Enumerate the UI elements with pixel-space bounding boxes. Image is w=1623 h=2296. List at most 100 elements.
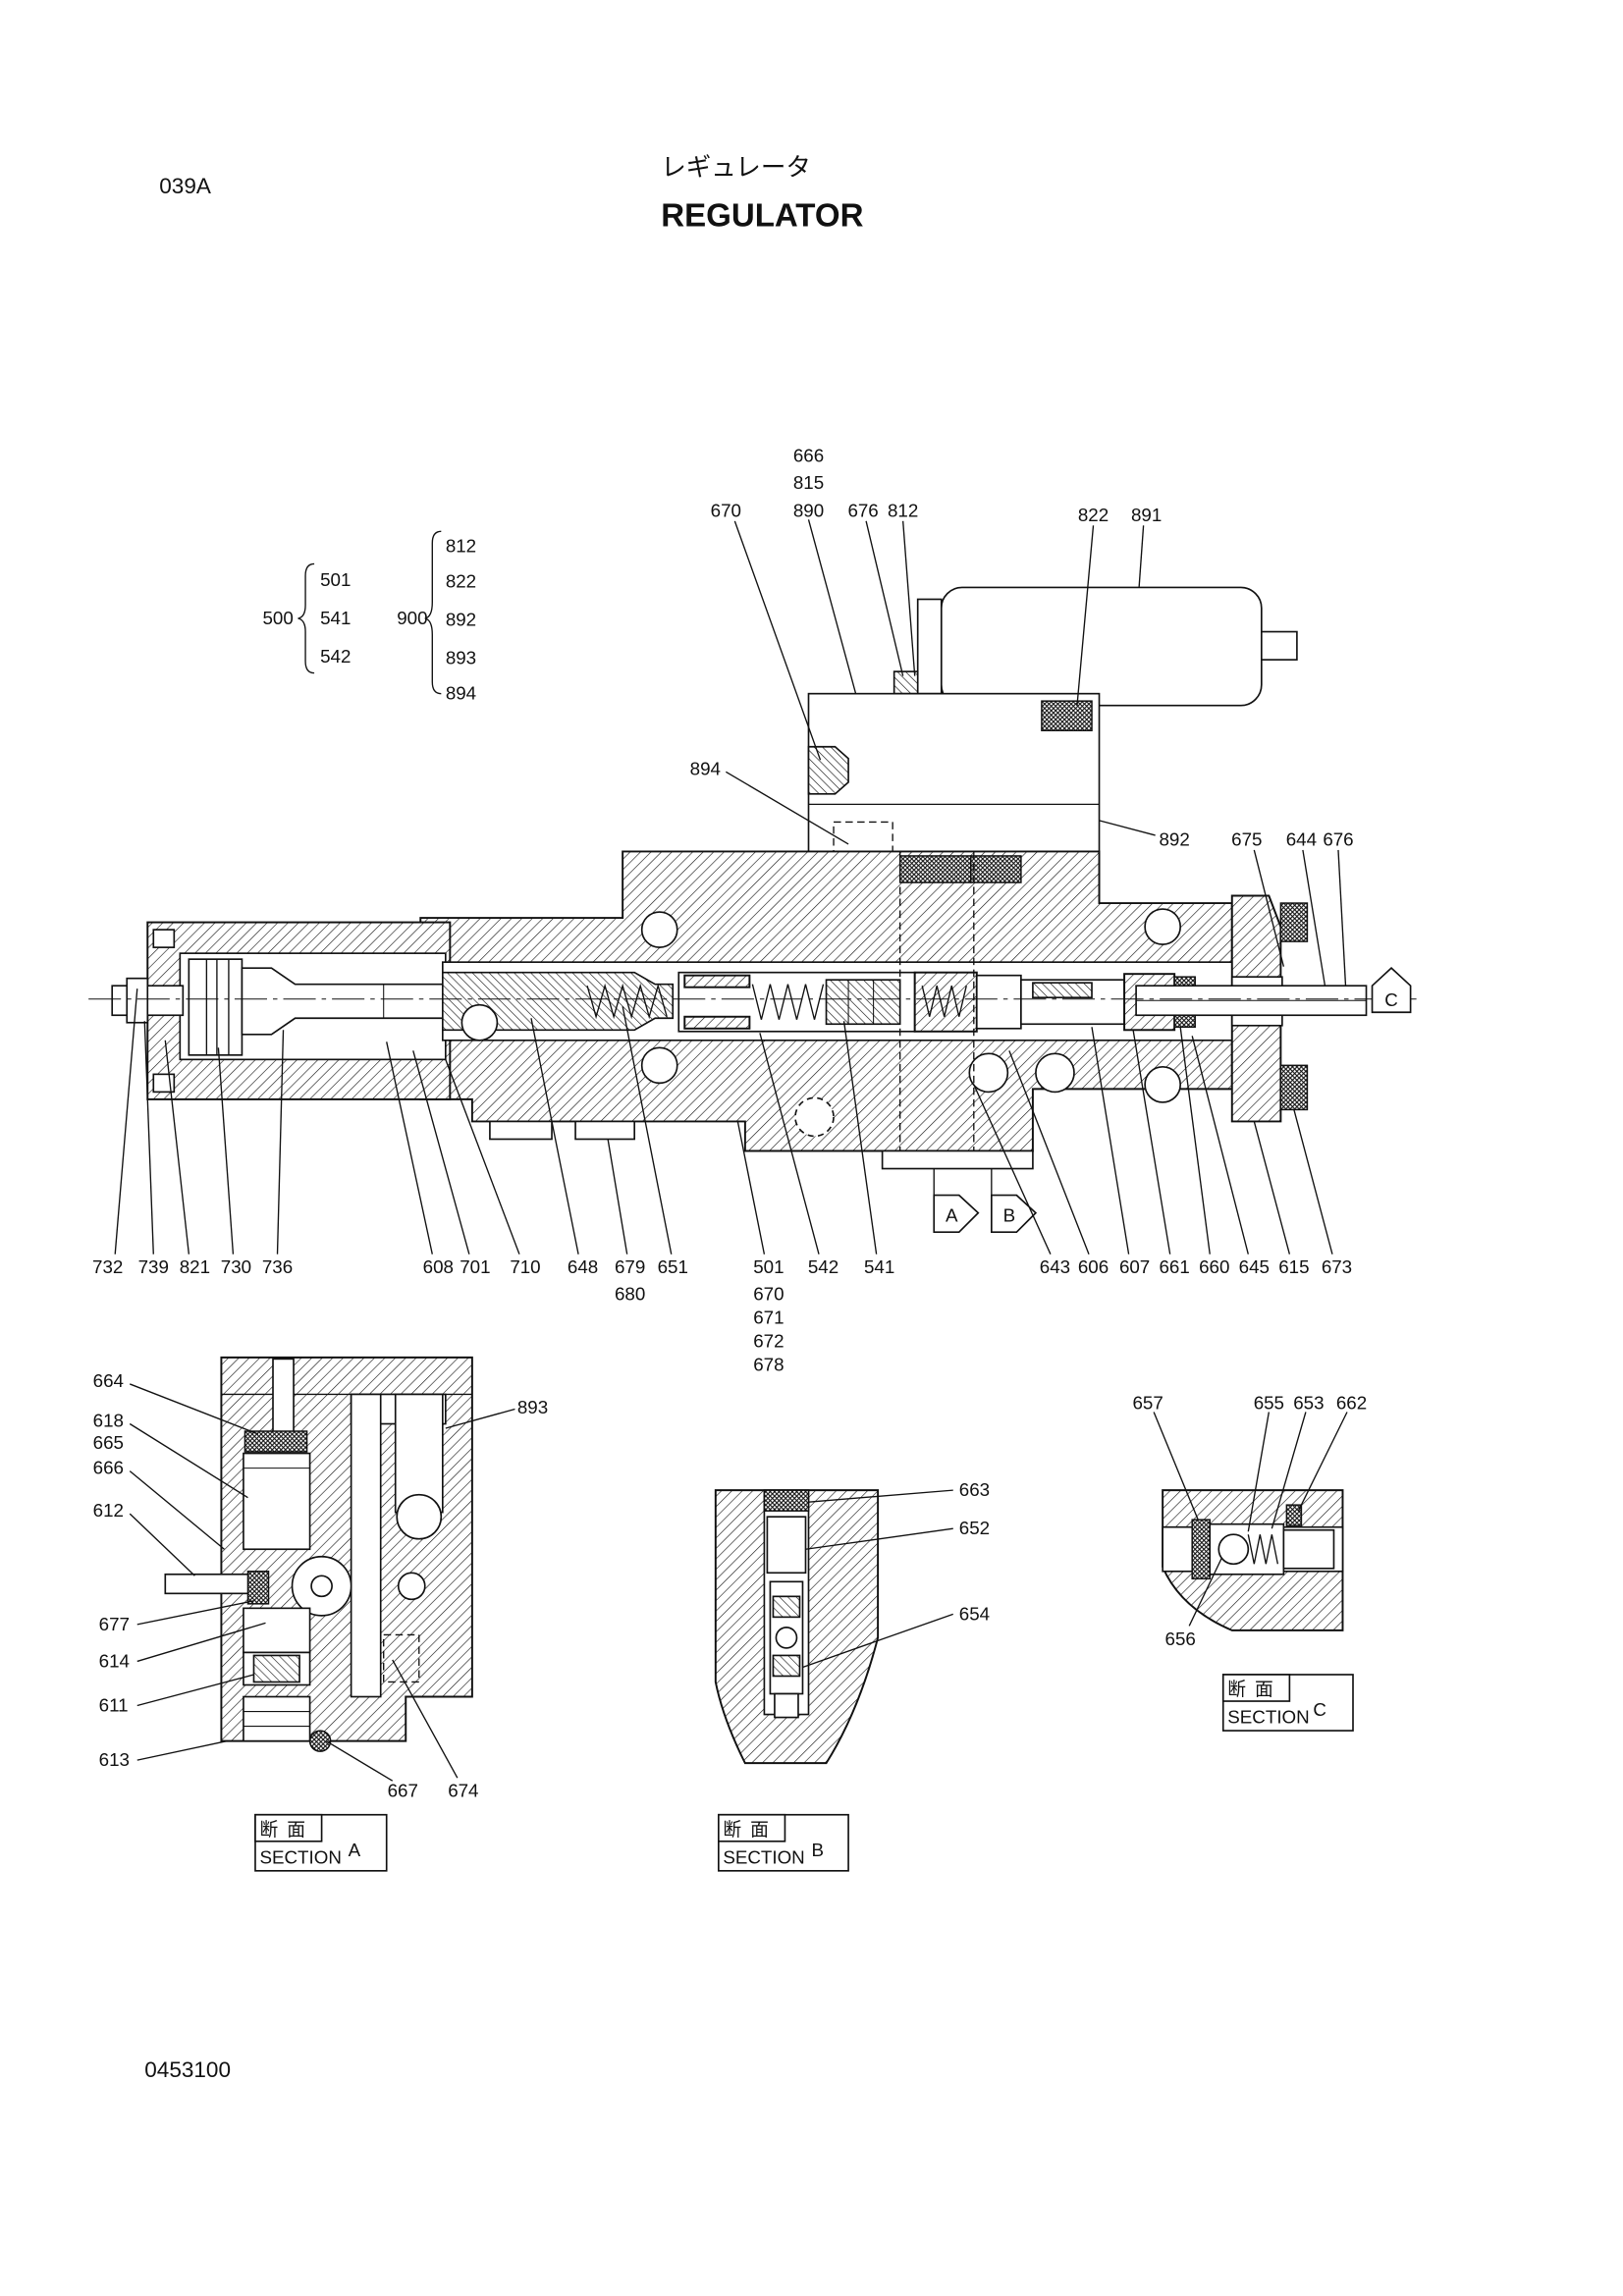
spring-coil	[751, 984, 825, 1020]
callout: 613	[99, 1749, 130, 1770]
callout: 732	[92, 1256, 123, 1277]
spring-655	[1247, 1534, 1279, 1565]
leader-line	[386, 1041, 433, 1255]
title-japanese: レギュレータ	[661, 154, 811, 182]
sleeve-607-land	[1032, 982, 1093, 999]
view-marker-arrow-b	[991, 1194, 1038, 1233]
plug-662-seal	[1285, 1504, 1303, 1526]
solenoid-891	[940, 586, 1263, 707]
leader-line	[445, 1408, 515, 1429]
callout: 892	[1160, 828, 1190, 849]
callout: 607	[1119, 1256, 1150, 1277]
valve-654-land	[772, 1595, 801, 1619]
callout: 660	[1199, 1256, 1229, 1277]
section-a-passage	[272, 1358, 295, 1434]
leader-line	[1099, 820, 1156, 836]
leader-line	[1091, 1027, 1130, 1255]
leader-line	[736, 1121, 766, 1255]
seat-657	[1191, 1519, 1211, 1580]
leader-line	[1247, 1412, 1271, 1532]
group-500-item: 501	[320, 569, 351, 590]
section-c-callouts: 657 655 653 662 656	[1132, 1392, 1367, 1648]
main-view-callouts: 666 815 890 670 676 812 822 891 894 892 …	[92, 446, 1354, 1375]
leader-line	[1076, 525, 1095, 706]
caption-jp-box	[254, 1813, 323, 1842]
leader-line	[1188, 1557, 1222, 1627]
leader-line	[1253, 849, 1285, 967]
port-plate	[881, 1149, 1034, 1170]
callout: 666	[93, 1458, 124, 1478]
caption-letter: C	[1313, 1699, 1326, 1720]
callout: 679	[615, 1256, 645, 1277]
callout: 657	[1132, 1392, 1163, 1413]
cap-664	[243, 1430, 308, 1453]
leader-line	[973, 1084, 1052, 1255]
leader-line	[325, 1740, 394, 1782]
section-a-leaders	[129, 1383, 515, 1782]
piston-606	[975, 974, 1022, 1030]
spool-541	[825, 979, 901, 1026]
caption-jp: 断面	[259, 1819, 314, 1840]
callout: 662	[1336, 1392, 1367, 1413]
piston-730	[188, 958, 243, 1056]
view-marker-c: C	[1384, 989, 1398, 1010]
leader-line	[136, 1600, 254, 1626]
callout: 606	[1078, 1256, 1109, 1277]
leader-line	[143, 1021, 154, 1255]
insert-block	[970, 855, 1022, 883]
callout: 677	[99, 1614, 130, 1634]
callout: 822	[1078, 505, 1109, 525]
leader-line	[129, 1422, 248, 1499]
group-500-brace	[298, 562, 315, 674]
section-b-leaders	[802, 1489, 953, 1669]
section-b-drawing	[714, 1489, 880, 1765]
leader-line	[1153, 1412, 1199, 1521]
cylinder-618	[243, 1452, 311, 1551]
callout: 674	[448, 1781, 478, 1801]
port-hole	[1144, 1066, 1182, 1103]
leader-line	[445, 1059, 520, 1255]
leader-line	[1302, 849, 1326, 987]
callout: 663	[959, 1479, 990, 1500]
cam-eccentric-hub	[310, 1575, 333, 1598]
section-c-leaders	[1153, 1412, 1348, 1627]
callout: 670	[753, 1283, 784, 1304]
leader-line	[842, 1021, 878, 1255]
leader-line	[1008, 1050, 1090, 1255]
main-view-leaders	[114, 519, 1347, 1255]
leader-line	[129, 1383, 259, 1435]
callout: 701	[460, 1256, 490, 1277]
group-900-item: 894	[446, 683, 476, 704]
section-a-caption: 断面 SECTION A	[254, 1813, 388, 1872]
leader-line	[530, 1018, 579, 1255]
callout: 672	[753, 1330, 784, 1351]
plug-613	[243, 1695, 311, 1742]
caption-jp: 断面	[723, 1819, 778, 1840]
solenoid-collar	[916, 598, 943, 695]
callout: 815	[793, 472, 824, 493]
ball-656	[1217, 1533, 1250, 1566]
port-hole	[1144, 908, 1182, 945]
leader-line	[129, 1513, 195, 1576]
callout: 678	[753, 1354, 784, 1374]
leader-line	[1132, 1030, 1171, 1255]
callout: 676	[1323, 828, 1353, 849]
callout: 893	[517, 1397, 548, 1417]
callout: 736	[262, 1256, 293, 1277]
group-900-item: 892	[446, 610, 476, 630]
view-marker-arrow-a	[933, 1194, 980, 1233]
callout: 652	[959, 1518, 990, 1538]
seal-675	[1279, 902, 1309, 942]
lever-612	[164, 1573, 258, 1595]
group-500-label: 500	[262, 608, 293, 628]
section-a-bore-end	[396, 1493, 443, 1540]
callout: 894	[690, 758, 721, 778]
callout: 615	[1278, 1256, 1309, 1277]
callout: 676	[847, 500, 878, 520]
section-a-bore	[350, 1393, 382, 1698]
group-900-item: 812	[446, 535, 476, 556]
valve-654-land	[772, 1654, 801, 1678]
callout: 654	[959, 1603, 990, 1624]
callout: 670	[711, 500, 741, 520]
pin-677	[246, 1571, 270, 1605]
